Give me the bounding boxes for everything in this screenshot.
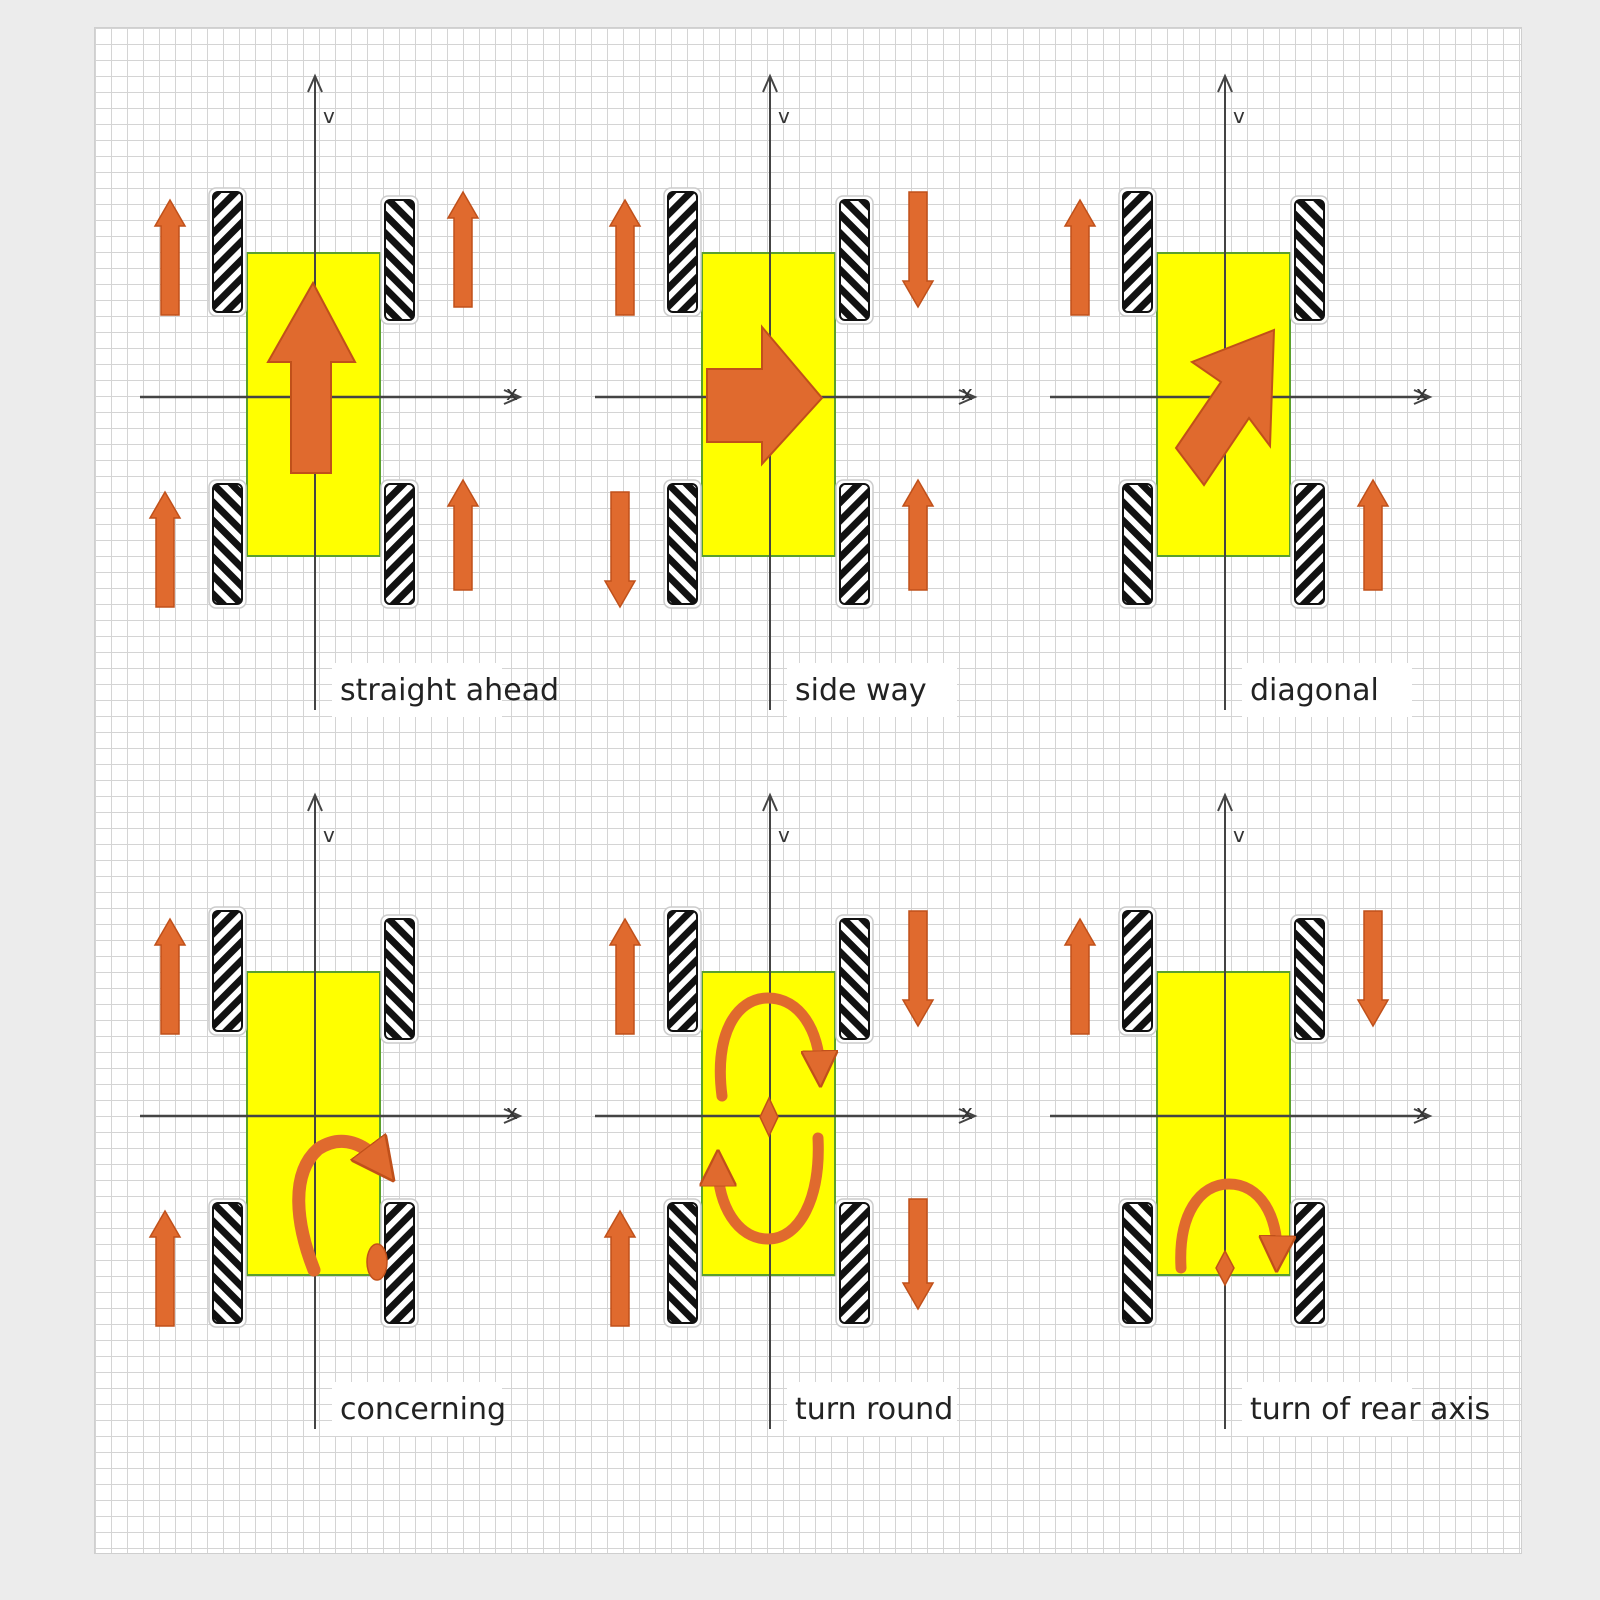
wheel-arrow-rear-right-up — [1356, 478, 1390, 591]
wheel-front-right — [380, 195, 419, 325]
panel-turn-round: v x turn round — [595, 792, 978, 1436]
panel-concerning: v x concerning — [140, 792, 523, 1436]
x-axis-arrowhead — [958, 389, 978, 405]
chassis — [1156, 971, 1291, 1276]
y-axis-label: v — [1233, 823, 1245, 847]
panel-label: turn of rear axis — [1250, 1392, 1490, 1427]
wheel-arrow-front-right-down — [901, 910, 935, 1028]
wheel-arrow-front-left-up — [153, 198, 187, 316]
curve-arrow-icon — [292, 1141, 387, 1281]
label-box — [787, 1382, 957, 1436]
x-axis-label: x — [961, 381, 973, 405]
panel-label: diagonal — [1250, 673, 1379, 708]
y-axis-arrowhead — [1217, 73, 1233, 93]
arrow-diagonal-icon — [1174, 328, 1276, 487]
wheel-front-right — [835, 195, 874, 325]
wheel-arrow-rear-left-up — [603, 1209, 637, 1327]
x-axis-arrowhead — [503, 389, 523, 405]
wheel-rear-right — [835, 1198, 874, 1328]
x-axis-arrowhead — [1413, 1108, 1433, 1124]
x-axis-arrowhead — [1413, 389, 1433, 405]
wheel-arrow-rear-right-up — [901, 478, 935, 591]
x-axis-label: x — [506, 1100, 518, 1124]
chassis — [246, 971, 381, 1276]
wheel-front-left — [663, 187, 702, 317]
label-box — [1242, 663, 1412, 717]
panel-side-way: v x side way — [595, 73, 978, 717]
label-box — [332, 1382, 502, 1436]
arrow-up-icon — [266, 280, 357, 474]
y-axis-arrowhead — [307, 792, 323, 812]
wheel-rear-left — [1118, 1198, 1157, 1328]
label-box — [1242, 1382, 1412, 1436]
y-axis-label: v — [323, 104, 335, 128]
wheel-front-left — [663, 906, 702, 1036]
y-axis-arrowhead — [762, 73, 778, 93]
wheel-arrow-front-left-up — [608, 917, 642, 1035]
label-box — [787, 663, 957, 717]
panel-label: turn round — [795, 1392, 953, 1427]
wheel-front-left — [208, 187, 247, 317]
x-axis-arrowhead — [958, 1108, 978, 1124]
wheel-arrow-rear-left-down — [603, 491, 637, 609]
y-axis-arrowhead — [307, 73, 323, 93]
wheel-rear-left — [663, 1198, 702, 1328]
wheel-front-left — [208, 906, 247, 1036]
rotate-icon — [718, 992, 820, 1245]
wheel-rear-right — [1290, 479, 1329, 609]
wheel-arrow-rear-left-up — [148, 490, 182, 608]
wheel-arrow-front-left-up — [1063, 198, 1097, 316]
panel-label: concerning — [340, 1392, 506, 1427]
wheel-rear-left — [208, 479, 247, 609]
wheel-rear-right — [1290, 1198, 1329, 1328]
arrow-right-icon — [706, 324, 824, 467]
y-axis-label: v — [1233, 104, 1245, 128]
wheel-rear-left — [1118, 479, 1157, 609]
x-axis-label: x — [506, 381, 518, 405]
panel-turn-of-rear-axis: v x turn of rear axis — [1050, 792, 1490, 1436]
wheel-rear-right — [380, 479, 419, 609]
y-axis-label: v — [778, 104, 790, 128]
rear-pivot-icon — [1175, 1178, 1277, 1287]
x-axis-arrowhead — [503, 1108, 523, 1124]
wheel-front-left — [1118, 187, 1157, 317]
panel-label: side way — [795, 673, 927, 708]
wheel-arrow-front-right-down — [901, 191, 935, 309]
x-axis-label: x — [961, 1100, 973, 1124]
wheel-arrow-front-right-down — [1356, 910, 1390, 1028]
wheel-front-right — [1290, 914, 1329, 1044]
wheel-front-right — [835, 914, 874, 1044]
wheel-arrow-rear-right-up — [446, 478, 480, 591]
y-axis-label: v — [778, 823, 790, 847]
label-box — [332, 663, 502, 717]
wheel-rear-right — [835, 479, 874, 609]
panel-diagonal: v x diagonal — [1050, 73, 1433, 717]
wheel-arrow-front-left-up — [1063, 917, 1097, 1035]
y-axis-label: v — [323, 823, 335, 847]
wheel-arrow-rear-right-down — [901, 1198, 935, 1311]
wheel-front-left — [1118, 906, 1157, 1036]
wheel-front-right — [1290, 195, 1329, 325]
wheel-arrow-rear-left-up — [148, 1209, 182, 1327]
wheel-rear-right — [380, 1198, 419, 1328]
x-axis-label: x — [1416, 1100, 1428, 1124]
y-axis-arrowhead — [1217, 792, 1233, 812]
panel-label: straight ahead — [340, 673, 559, 708]
wheel-arrow-front-left-up — [153, 917, 187, 1035]
wheel-arrow-front-right-up — [446, 190, 480, 308]
wheel-front-right — [380, 914, 419, 1044]
wheel-arrow-front-left-up — [608, 198, 642, 316]
wheel-rear-left — [208, 1198, 247, 1328]
wheel-rear-left — [663, 479, 702, 609]
panel-straight-ahead: v x straight ahead — [140, 73, 559, 717]
x-axis-label: x — [1416, 381, 1428, 405]
y-axis-arrowhead — [762, 792, 778, 812]
